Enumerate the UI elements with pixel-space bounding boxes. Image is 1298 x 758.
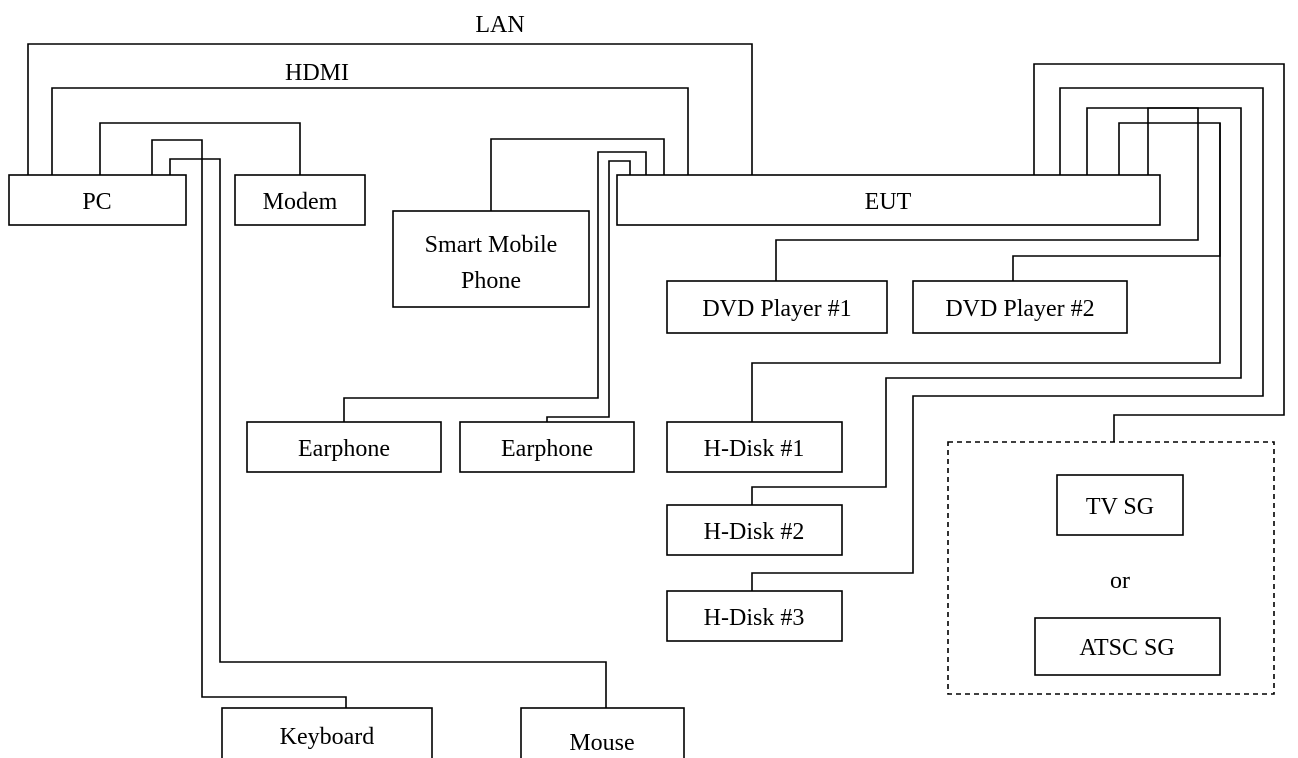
earphone-2-box (459, 421, 635, 473)
cables (27, 43, 1285, 708)
signal-generator-group (947, 441, 1275, 695)
dvd-player-1-box (666, 280, 888, 334)
lan-cable (27, 43, 753, 175)
hdisk1-cable (751, 123, 1221, 422)
dvd-player-2-box (912, 280, 1128, 334)
earphone-1-box (246, 421, 442, 473)
sg-cable (1033, 63, 1285, 442)
earphone2-cable (546, 160, 631, 422)
hdisk2-cable (751, 107, 1242, 505)
smart-mobile-phone-label-line1: Smart Mobile (425, 232, 558, 258)
h-disk-3-label: H-Disk #3 (704, 605, 805, 631)
hdmi-cable (51, 87, 689, 175)
atsc-sg-box (1034, 617, 1221, 676)
dvd-player-1-label: DVD Player #1 (702, 296, 851, 322)
h-disk-1-box (666, 421, 843, 473)
smart-mobile-phone-box (392, 210, 590, 308)
or-label: or (1110, 568, 1130, 594)
lan-label: LAN (475, 12, 524, 38)
h-disk-2-box (666, 504, 843, 556)
pc-keyboard-cable (151, 139, 347, 708)
h-disk-2-label: H-Disk #2 (704, 519, 805, 545)
earphone-1-label: Earphone (298, 436, 390, 462)
eut-label: EUT (865, 189, 912, 215)
tv-sg-box (1056, 474, 1184, 536)
smart-mobile-phone-label-line2: Phone (461, 268, 521, 294)
atsc-sg-label: ATSC SG (1079, 635, 1174, 661)
h-disk-1-label: H-Disk #1 (704, 436, 805, 462)
pc-label: PC (82, 189, 111, 215)
earphone1-cable (343, 151, 647, 422)
keyboard-box (221, 707, 433, 758)
earphone-2-label: Earphone (501, 436, 593, 462)
mouse-box (520, 707, 685, 758)
h-disk-3-box (666, 590, 843, 642)
keyboard-label: Keyboard (280, 724, 375, 750)
eut-box (616, 174, 1161, 226)
pc-mouse-cable (169, 158, 607, 708)
modem-box (234, 174, 366, 226)
dvd1-cable (775, 107, 1199, 281)
hdmi-label: HDMI (285, 60, 349, 86)
dvd-player-2-label: DVD Player #2 (945, 296, 1094, 322)
hdisk3-cable (751, 87, 1264, 591)
tv-sg-label: TV SG (1086, 494, 1154, 520)
mouse-label: Mouse (569, 730, 634, 756)
phone-eut-cable (490, 138, 665, 211)
modem-label: Modem (263, 189, 338, 215)
pc-box (8, 174, 187, 226)
pc-modem-cable (99, 122, 301, 175)
